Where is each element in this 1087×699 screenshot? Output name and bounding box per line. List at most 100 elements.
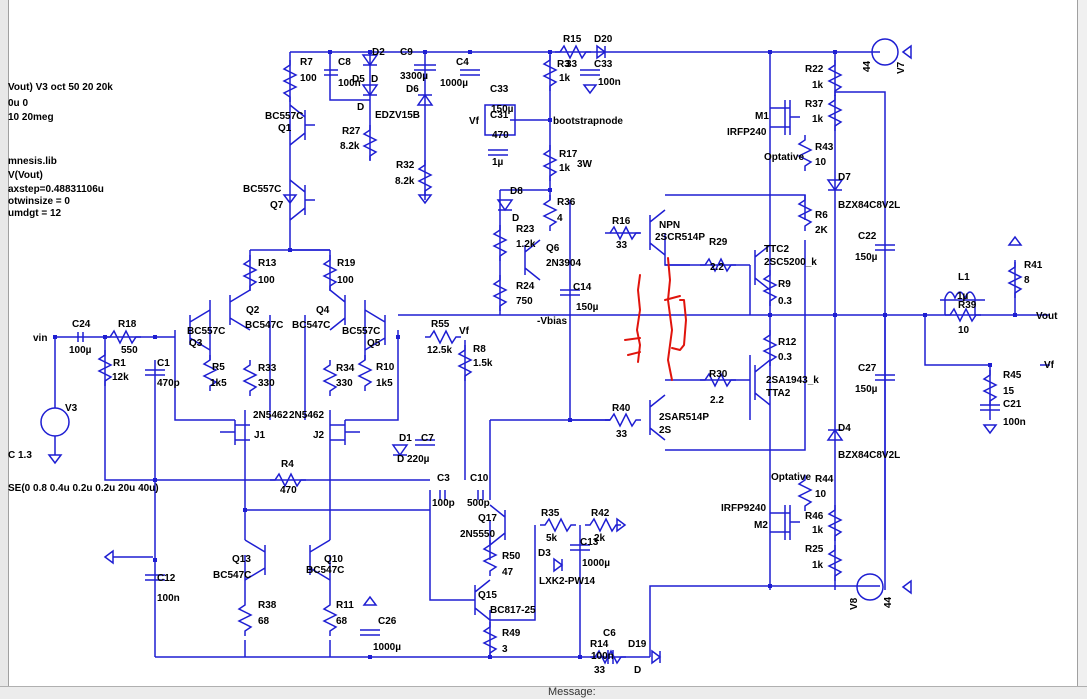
label: 8	[1024, 275, 1030, 286]
label: 1k	[559, 163, 571, 174]
label: R7	[300, 57, 313, 68]
label: R29	[709, 237, 728, 248]
label: C14	[573, 282, 592, 293]
diodes[interactable]	[361, 44, 844, 665]
label: Vf	[469, 116, 480, 127]
label: D1	[399, 433, 412, 444]
inductor-l1[interactable]	[944, 291, 976, 315]
label: C21	[1003, 399, 1022, 410]
label: R17	[559, 149, 578, 160]
label: C12	[157, 573, 176, 584]
label: R37	[805, 99, 824, 110]
label: R6	[815, 210, 828, 221]
label: R49	[502, 628, 521, 639]
label: 2.2	[710, 395, 724, 406]
label: IRFP240	[727, 127, 767, 138]
label: D7	[838, 172, 851, 183]
label: D8	[510, 186, 523, 197]
label: 100n	[338, 78, 361, 89]
label: R4	[281, 459, 294, 470]
directive: axstep=0.48831106u	[8, 184, 104, 195]
label: 100	[337, 275, 354, 286]
label: R35	[541, 508, 560, 519]
label: 2K	[815, 225, 829, 236]
label: C22	[858, 231, 877, 242]
sources[interactable]	[40, 38, 1050, 601]
label: 150µ	[855, 384, 878, 395]
label: R1	[113, 358, 126, 369]
label: C4	[456, 57, 469, 68]
label: 150µ	[491, 104, 514, 115]
label: R10	[376, 362, 395, 373]
label: D5	[352, 74, 365, 85]
label: D19	[628, 639, 647, 650]
label: C10	[470, 473, 489, 484]
label: Q2	[246, 305, 260, 316]
transistors[interactable]	[189, 100, 800, 621]
label: 12k	[112, 372, 129, 383]
label: -Vbias	[537, 316, 567, 327]
label: 2.2	[710, 262, 724, 273]
label: R44	[815, 474, 834, 485]
label: R15	[563, 34, 582, 45]
label: 1k	[812, 114, 824, 125]
directive: Vout) V3 oct 50 20 20k	[8, 82, 113, 93]
label: BC557C	[342, 326, 380, 337]
label: BC547C	[292, 320, 330, 331]
label: D	[634, 665, 641, 676]
label: EDZV15B	[375, 110, 420, 121]
grounds	[47, 44, 1023, 606]
label: 2N5462	[253, 410, 288, 421]
left-panel-edge	[0, 0, 9, 699]
label: R30	[709, 369, 728, 380]
label: 100n	[598, 77, 621, 88]
label: R50	[502, 551, 521, 562]
label: C9	[400, 47, 413, 58]
label: 10	[815, 489, 827, 500]
label: R19	[337, 258, 356, 269]
label: 0.3	[778, 352, 792, 363]
label: NPN	[659, 220, 680, 231]
directive: 10 20meg	[8, 112, 54, 123]
label: C13	[580, 537, 599, 548]
label: vin	[33, 333, 47, 344]
label: R24	[516, 281, 535, 292]
label: C33	[490, 84, 509, 95]
label: C31	[490, 110, 509, 121]
label: D4	[838, 423, 851, 434]
directive: umdgt = 12	[8, 208, 62, 219]
label: 100n	[1003, 417, 1026, 428]
label: 15	[1003, 386, 1015, 397]
label: 1µ	[957, 291, 969, 302]
label: 8.2k	[340, 141, 360, 152]
directive: C 1.3	[8, 450, 32, 461]
label: R25	[805, 544, 824, 555]
label: 33	[566, 59, 578, 70]
label: BC557C	[243, 184, 281, 195]
label: D	[512, 213, 519, 224]
label: BC547C	[245, 320, 283, 331]
label: 100n	[157, 593, 180, 604]
label: 68	[258, 616, 270, 627]
label: R34	[336, 363, 355, 374]
label: BZX84C8V2L	[838, 450, 900, 461]
label: V3	[65, 403, 78, 414]
capacitors[interactable]	[77, 64, 1000, 664]
status-message: Message:	[548, 686, 596, 698]
label: R32	[396, 160, 415, 171]
resistors[interactable]	[97, 44, 1023, 665]
label: LXK2-PW14	[539, 576, 596, 587]
label: 2N3904	[546, 258, 581, 269]
label: D	[371, 74, 378, 85]
label: R9	[778, 279, 791, 290]
label: R36	[557, 197, 576, 208]
label: 3300µ	[400, 71, 428, 82]
label: 1000µ	[373, 642, 401, 653]
label: 2SA1943_k	[766, 375, 819, 386]
label: C7	[421, 433, 434, 444]
label: 8.2k	[395, 176, 415, 187]
component-labels: R7 100 C8 100n D2 D5 D D C9 3300µ D6 EDZ…	[33, 34, 1058, 676]
label: 33	[594, 665, 606, 676]
